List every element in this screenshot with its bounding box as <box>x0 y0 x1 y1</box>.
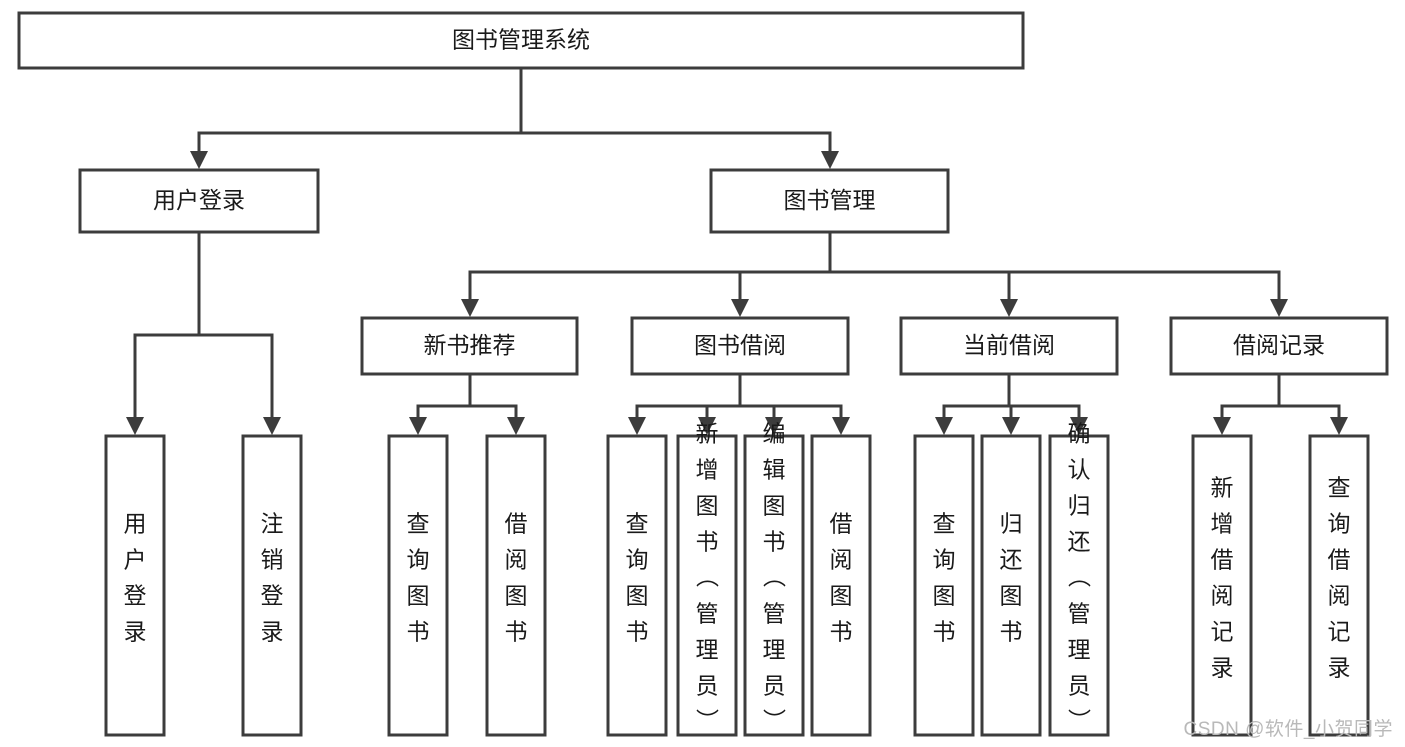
node-box-leaf-query-book-2[interactable] <box>606 434 668 737</box>
node-box-root[interactable] <box>17 11 1025 70</box>
connector-user-login-to-leaf-logout <box>197 232 281 435</box>
connector-new-book-recommend-to-leaf-query-book-1 <box>409 374 472 435</box>
node-label-borrow-record: 借阅记录 <box>1233 332 1325 358</box>
connector-borrow-record-to-leaf-add-record <box>1213 374 1281 435</box>
node-label-leaf-add-book: 新增图书（管理员） <box>696 421 720 735</box>
arrow-head-icon <box>1213 417 1231 435</box>
connector-book-borrow-to-leaf-borrow-book-2 <box>738 374 850 435</box>
node-root[interactable]: 图书管理系统 <box>17 11 1025 70</box>
node-box-current-borrow[interactable] <box>899 316 1119 376</box>
node-leaf-add-book[interactable]: 新增图书（管理员） <box>676 421 738 737</box>
node-leaf-borrow-book-2[interactable]: 借阅图书 <box>810 434 872 737</box>
node-label-root: 图书管理系统 <box>452 27 590 53</box>
node-leaf-borrow-book-1[interactable]: 借阅图书 <box>485 434 547 737</box>
node-label-leaf-query-book-1: 查询图书 <box>407 511 430 645</box>
node-box-leaf-edit-book[interactable] <box>743 434 805 737</box>
arrow-head-icon <box>409 417 427 435</box>
node-box-leaf-query-record[interactable] <box>1308 434 1370 737</box>
node-label-new-book-recommend: 新书推荐 <box>424 332 516 358</box>
node-leaf-query-record[interactable]: 查询借阅记录 <box>1308 434 1370 737</box>
arrow-head-icon <box>190 151 208 169</box>
arrow-head-icon <box>832 417 850 435</box>
node-leaf-query-book-2[interactable]: 查询图书 <box>606 434 668 737</box>
node-box-leaf-borrow-book-2[interactable] <box>810 434 872 737</box>
node-box-leaf-add-book[interactable] <box>676 434 738 737</box>
node-box-book-borrow[interactable] <box>630 316 850 376</box>
arrow-head-icon <box>935 417 953 435</box>
node-label-book-borrow: 图书借阅 <box>694 332 786 358</box>
arrow-head-icon <box>507 417 525 435</box>
node-label-current-borrow: 当前借阅 <box>963 332 1055 358</box>
node-box-leaf-add-record[interactable] <box>1191 434 1253 737</box>
connector-current-borrow-to-leaf-query-book-3 <box>935 374 1011 435</box>
arrow-head-icon <box>126 417 144 435</box>
node-box-leaf-confirm-return[interactable] <box>1048 434 1110 737</box>
connector-book-manage-to-book-borrow <box>731 232 832 317</box>
node-label-leaf-add-record: 新增借阅记录 <box>1211 475 1234 681</box>
node-label-leaf-confirm-return: 确认归还（管理员） <box>1068 421 1092 735</box>
arrow-head-icon <box>1070 417 1088 435</box>
node-box-leaf-return-book[interactable] <box>980 434 1042 737</box>
connector-new-book-recommend-to-leaf-borrow-book-1 <box>468 374 525 435</box>
connector-current-borrow-to-leaf-confirm-return <box>1007 374 1088 435</box>
connector-book-manage-to-borrow-record <box>828 232 1288 317</box>
node-leaf-edit-book[interactable]: 编辑图书（管理员） <box>743 421 805 737</box>
node-label-book-manage: 图书管理 <box>784 187 876 213</box>
arrow-head-icon <box>263 417 281 435</box>
arrow-head-icon <box>1330 417 1348 435</box>
node-box-user-login[interactable] <box>78 168 320 234</box>
arrow-head-icon <box>1270 299 1288 317</box>
connector-book-manage-to-new-book-recommend <box>461 232 832 317</box>
node-label-leaf-return-book: 归还图书 <box>1000 511 1023 645</box>
arrow-head-icon <box>731 299 749 317</box>
connector-borrow-record-to-leaf-query-record <box>1277 374 1348 435</box>
node-box-leaf-logout[interactable] <box>241 434 303 737</box>
connector-root-to-book-manage <box>519 68 839 169</box>
node-new-book-recommend[interactable]: 新书推荐 <box>360 316 579 376</box>
node-label-leaf-borrow-book-1: 借阅图书 <box>505 511 528 645</box>
node-current-borrow[interactable]: 当前借阅 <box>899 316 1119 376</box>
connector-root-to-user-login <box>190 68 523 169</box>
arrow-head-icon <box>765 417 783 435</box>
connector-layer <box>126 68 1348 435</box>
node-label-leaf-logout: 注销登录 <box>261 511 284 645</box>
connector-book-manage-to-current-borrow <box>828 232 1018 317</box>
node-label-user-login: 用户登录 <box>153 187 245 213</box>
node-leaf-query-book-1[interactable]: 查询图书 <box>387 434 449 737</box>
node-box-borrow-record[interactable] <box>1169 316 1389 376</box>
node-box-leaf-query-book-1[interactable] <box>387 434 449 737</box>
node-label-leaf-query-book-3: 查询图书 <box>933 511 956 645</box>
arrow-head-icon <box>628 417 646 435</box>
node-layer: 图书管理系统用户登录图书管理新书推荐图书借阅当前借阅借阅记录用户登录注销登录查询… <box>17 11 1389 737</box>
arrow-head-icon <box>461 299 479 317</box>
node-box-leaf-user-login[interactable] <box>104 434 166 737</box>
arrow-head-icon <box>698 417 716 435</box>
node-book-borrow[interactable]: 图书借阅 <box>630 316 850 376</box>
node-book-manage[interactable]: 图书管理 <box>709 168 950 234</box>
node-leaf-logout[interactable]: 注销登录 <box>241 434 303 737</box>
node-label-leaf-edit-book: 编辑图书（管理员） <box>763 421 787 735</box>
node-box-leaf-borrow-book-1[interactable] <box>485 434 547 737</box>
node-leaf-confirm-return[interactable]: 确认归还（管理员） <box>1048 421 1110 737</box>
node-label-leaf-user-login: 用户登录 <box>124 511 147 645</box>
arrow-head-icon <box>821 151 839 169</box>
node-leaf-add-record[interactable]: 新增借阅记录 <box>1191 434 1253 737</box>
node-label-leaf-query-record: 查询借阅记录 <box>1328 475 1351 681</box>
arrow-head-icon <box>1002 417 1020 435</box>
node-box-new-book-recommend[interactable] <box>360 316 579 376</box>
node-user-login[interactable]: 用户登录 <box>78 168 320 234</box>
arrow-head-icon <box>1000 299 1018 317</box>
node-box-leaf-query-book-3[interactable] <box>913 434 975 737</box>
node-borrow-record[interactable]: 借阅记录 <box>1169 316 1389 376</box>
node-box-book-manage[interactable] <box>709 168 950 234</box>
node-leaf-query-book-3[interactable]: 查询图书 <box>913 434 975 737</box>
node-label-leaf-borrow-book-2: 借阅图书 <box>830 511 853 645</box>
node-leaf-user-login[interactable]: 用户登录 <box>104 434 166 737</box>
node-leaf-return-book[interactable]: 归还图书 <box>980 434 1042 737</box>
connector-user-login-to-leaf-user-login <box>126 232 201 435</box>
node-label-leaf-query-book-2: 查询图书 <box>626 511 649 645</box>
